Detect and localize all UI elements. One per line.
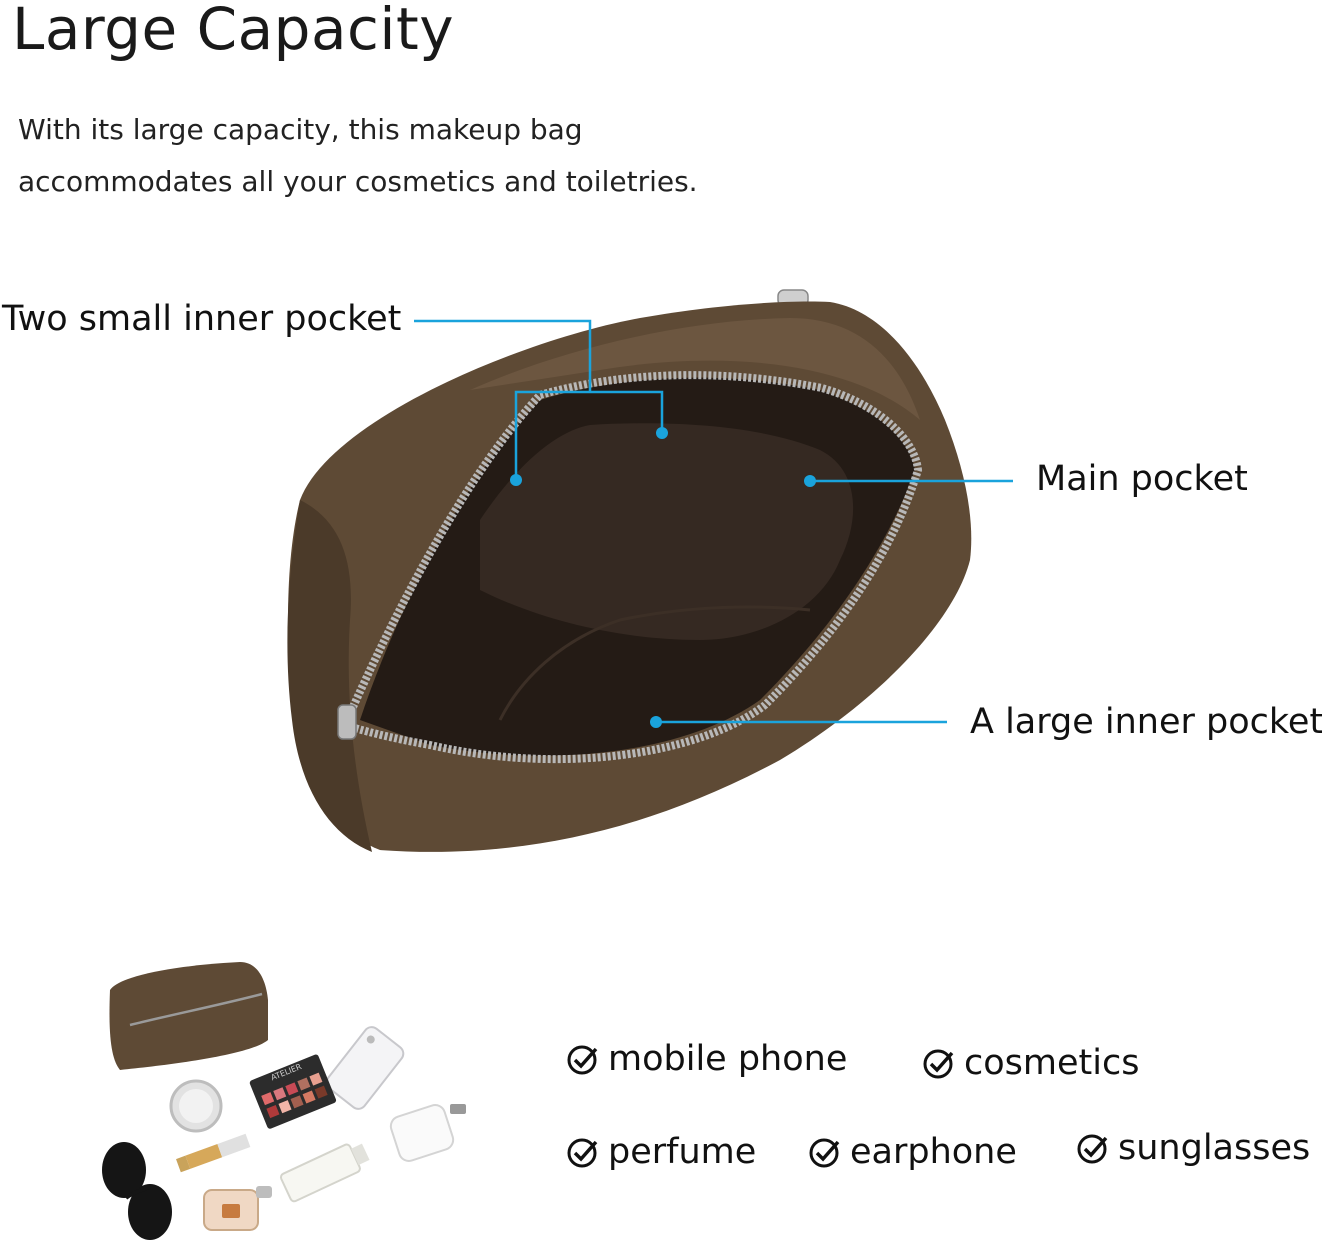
checklist-item: sunglasses xyxy=(1076,1126,1310,1170)
callout-large-inner-pocket: A large inner pocket xyxy=(970,702,1322,742)
callout-two-small-inner-pocket: Two small inner pocket xyxy=(2,299,402,339)
check-circle-icon xyxy=(809,1138,840,1168)
check-circle-icon xyxy=(567,1138,598,1168)
check-circle-icon xyxy=(567,1045,598,1075)
description-line-2: accommodates all your cosmetics and toil… xyxy=(18,165,698,198)
callout-main-pocket: Main pocket xyxy=(1036,459,1248,499)
callout-lines xyxy=(414,319,1013,728)
contents-flatlay-image: ATELIER xyxy=(102,962,466,1240)
checklist-label: cosmetics xyxy=(964,1043,1140,1083)
check-circle-icon xyxy=(923,1049,954,1079)
checklist-item: earphone xyxy=(808,1130,1017,1174)
checklist-label: sunglasses xyxy=(1118,1128,1311,1168)
makeup-bag-open-image xyxy=(287,289,972,852)
checklist-label: perfume xyxy=(608,1132,757,1172)
checklist-item: perfume xyxy=(566,1130,756,1174)
checklist-label: mobile phone xyxy=(608,1039,848,1079)
checklist-item: cosmetics xyxy=(922,1041,1139,1085)
check-circle-icon xyxy=(1077,1134,1108,1164)
description-line-1: With its large capacity, this makeup bag xyxy=(18,113,583,146)
checklist-item: mobile phone xyxy=(566,1037,847,1081)
checklist-label: earphone xyxy=(850,1132,1017,1172)
description: With its large capacity, this makeup bag… xyxy=(18,104,698,208)
page-title: Large Capacity xyxy=(12,0,455,63)
